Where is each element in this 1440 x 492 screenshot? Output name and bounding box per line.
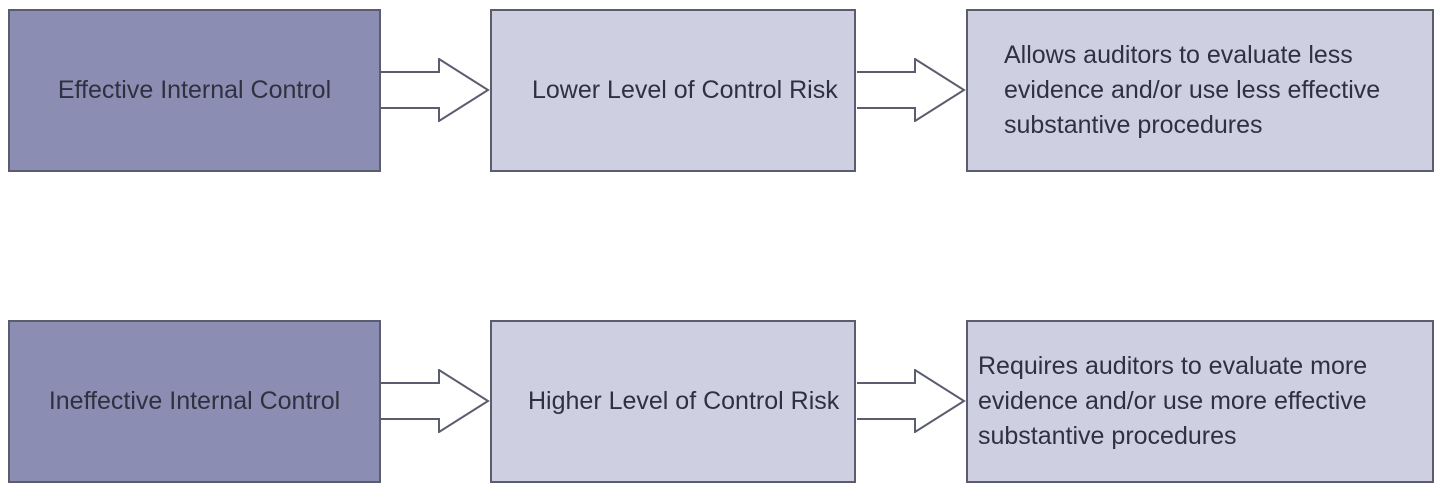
less-evidence-label: Allows auditors to evaluate less evidenc… [1004, 41, 1381, 139]
effective-internal-control-box: Effective Internal Control [8, 9, 381, 172]
more-evidence-box: Requires auditors to evaluate more evide… [966, 320, 1434, 483]
hollow-arrow-right-icon [381, 58, 490, 122]
lower-control-risk-label: Lower Level of Control Risk [532, 76, 838, 104]
effective-internal-control-label: Effective Internal Control [57, 76, 332, 104]
more-evidence-label: Requires auditors to evaluate more evide… [978, 352, 1368, 450]
ineffective-internal-control-label: Ineffective Internal Control [48, 387, 341, 415]
less-evidence-box: Allows auditors to evaluate less evidenc… [966, 9, 1434, 172]
ineffective-internal-control-box: Ineffective Internal Control [8, 320, 381, 483]
lower-control-risk-box: Lower Level of Control Risk [490, 9, 856, 172]
hollow-arrow-right-icon [381, 369, 490, 433]
higher-control-risk-box: Higher Level of Control Risk [490, 320, 856, 483]
hollow-arrow-right-icon [857, 369, 966, 433]
higher-control-risk-label: Higher Level of Control Risk [528, 387, 840, 415]
hollow-arrow-right-icon [857, 58, 966, 122]
